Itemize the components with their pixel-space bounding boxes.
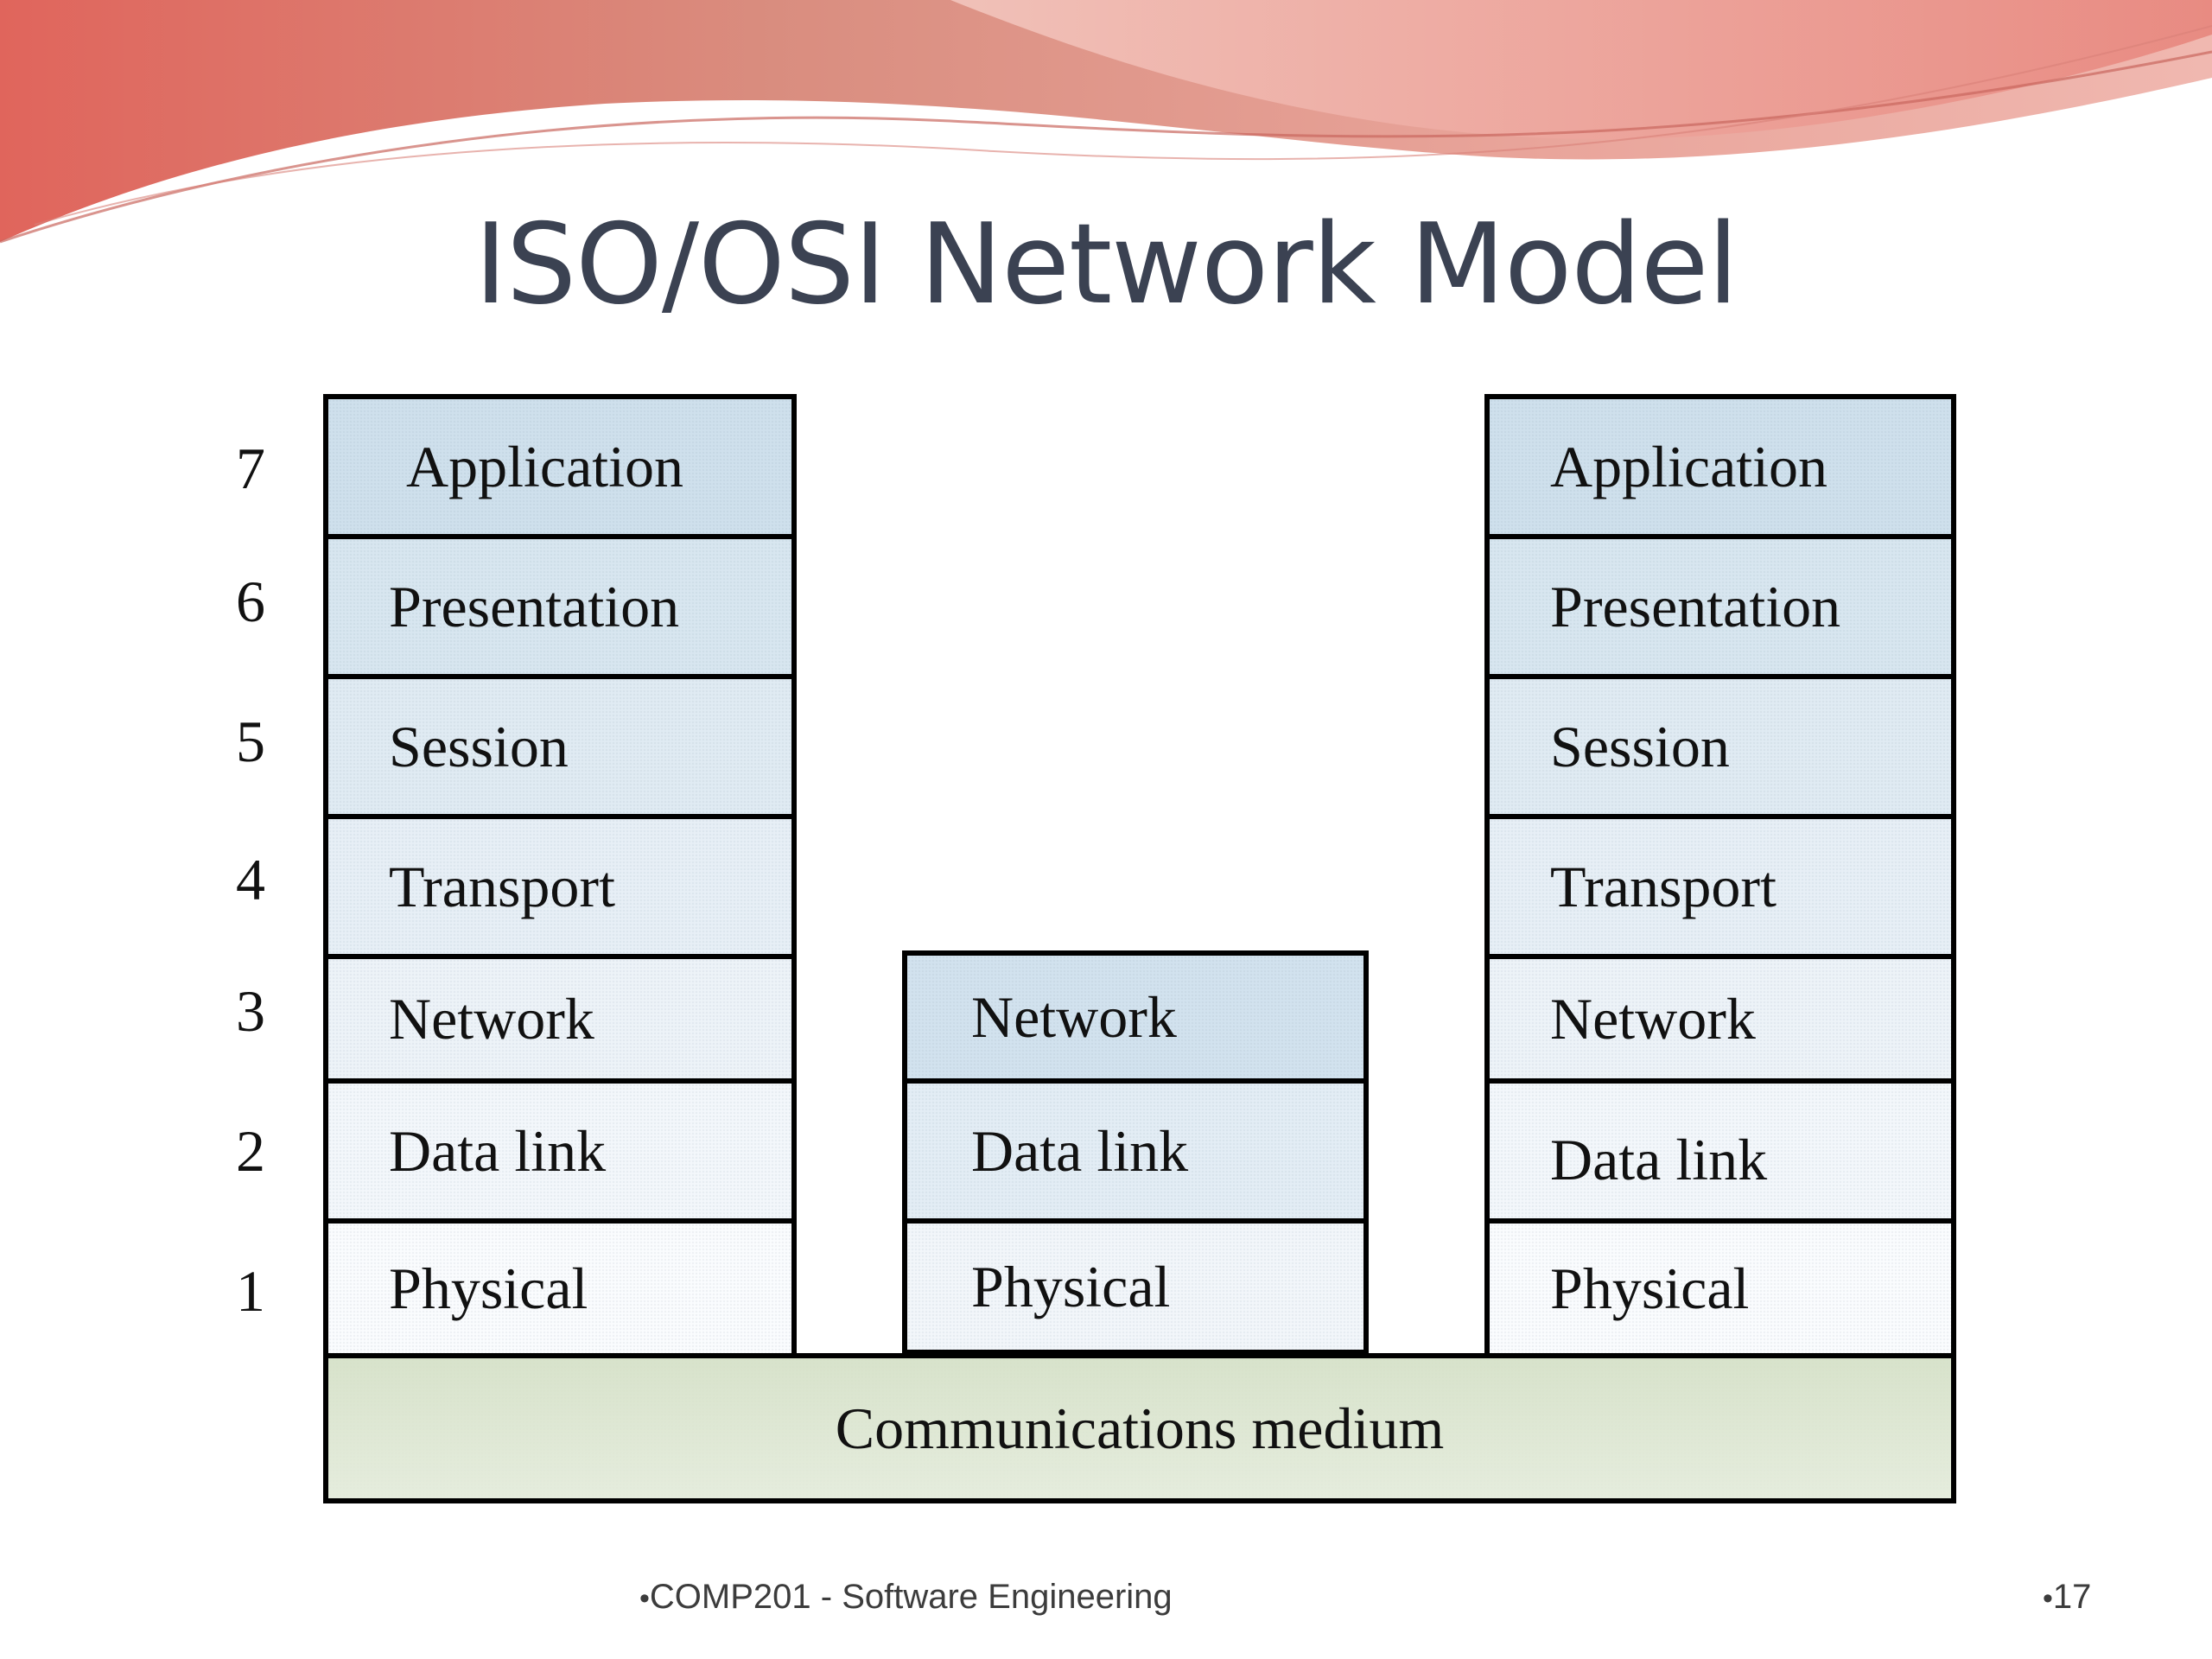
middle-layer-network-label: Network	[971, 983, 1177, 1050]
left-layer-transport: Transport	[328, 819, 791, 959]
right-layer-session-label: Session	[1550, 713, 1730, 779]
layer-number-7: 7	[236, 435, 265, 501]
right-layer-network: Network	[1490, 959, 1951, 1084]
right-osi-stack: Application Presentation Session Transpo…	[1484, 394, 1956, 1358]
right-layer-network-label: Network	[1550, 985, 1756, 1052]
right-layer-application: Application	[1490, 399, 1951, 539]
right-layer-transport: Transport	[1490, 819, 1951, 959]
left-layer-presentation: Presentation	[328, 539, 791, 679]
right-layer-transport-label: Transport	[1550, 853, 1777, 919]
left-layer-data-link-label: Data link	[389, 1117, 607, 1184]
left-layer-application-label: Application	[406, 433, 684, 499]
footer-page-bullet: •	[2043, 1582, 2053, 1615]
layer-number-3: 3	[236, 978, 265, 1044]
middle-router-stack: Network Data link Physical	[902, 950, 1369, 1355]
header-wave-decoration	[0, 0, 2212, 244]
right-layer-session: Session	[1490, 679, 1951, 819]
layer-number-5: 5	[236, 709, 265, 774]
layer-number-1: 1	[236, 1258, 265, 1324]
slide-title: ISO/OSI Network Model	[474, 200, 1738, 329]
right-layer-presentation-label: Presentation	[1550, 573, 1841, 639]
left-layer-physical: Physical	[328, 1224, 791, 1353]
left-layer-application: Application	[328, 399, 791, 539]
middle-layer-network: Network	[907, 956, 1363, 1084]
right-layer-presentation: Presentation	[1490, 539, 1951, 679]
communications-medium-label: Communications medium	[835, 1395, 1445, 1461]
middle-layer-physical-label: Physical	[971, 1253, 1171, 1319]
middle-layer-physical: Physical	[907, 1224, 1363, 1350]
left-layer-transport-label: Transport	[389, 853, 615, 919]
footer-page-label: 17	[2052, 1578, 2092, 1616]
middle-layer-data-link: Data link	[907, 1084, 1363, 1224]
layer-number-4: 4	[236, 847, 265, 912]
middle-layer-data-link-label: Data link	[971, 1117, 1189, 1184]
left-layer-data-link: Data link	[328, 1084, 791, 1224]
left-layer-network-label: Network	[389, 985, 594, 1052]
layer-number-2: 2	[236, 1118, 265, 1184]
footer-page-number: •17	[2043, 1578, 2091, 1617]
left-layer-session-label: Session	[389, 713, 569, 779]
left-layer-physical-label: Physical	[389, 1255, 588, 1321]
footer-course-bullet: •	[639, 1582, 650, 1615]
right-layer-application-label: Application	[1550, 433, 1828, 499]
right-layer-physical: Physical	[1490, 1224, 1951, 1353]
left-layer-network: Network	[328, 959, 791, 1084]
right-layer-physical-label: Physical	[1550, 1255, 1750, 1321]
footer-course-label: COMP201 - Software Engineering	[649, 1578, 1173, 1616]
layer-number-6: 6	[236, 569, 265, 634]
right-layer-data-link-label: Data link	[1550, 1126, 1768, 1192]
left-layer-presentation-label: Presentation	[389, 573, 680, 639]
left-layer-session: Session	[328, 679, 791, 819]
left-osi-stack: Application Presentation Session Transpo…	[323, 394, 797, 1358]
footer-course: •COMP201 - Software Engineering	[639, 1578, 1173, 1617]
right-layer-data-link: Data link	[1490, 1084, 1951, 1224]
communications-medium: Communications medium	[323, 1353, 1956, 1503]
